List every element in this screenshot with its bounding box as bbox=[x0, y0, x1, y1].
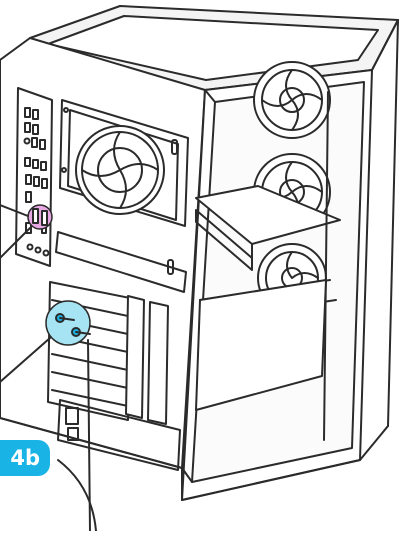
step-badge-4b: 4b bbox=[0, 440, 50, 476]
slot-screw-highlight bbox=[46, 301, 90, 345]
front-fans bbox=[254, 62, 330, 312]
usb-highlight bbox=[28, 205, 52, 229]
